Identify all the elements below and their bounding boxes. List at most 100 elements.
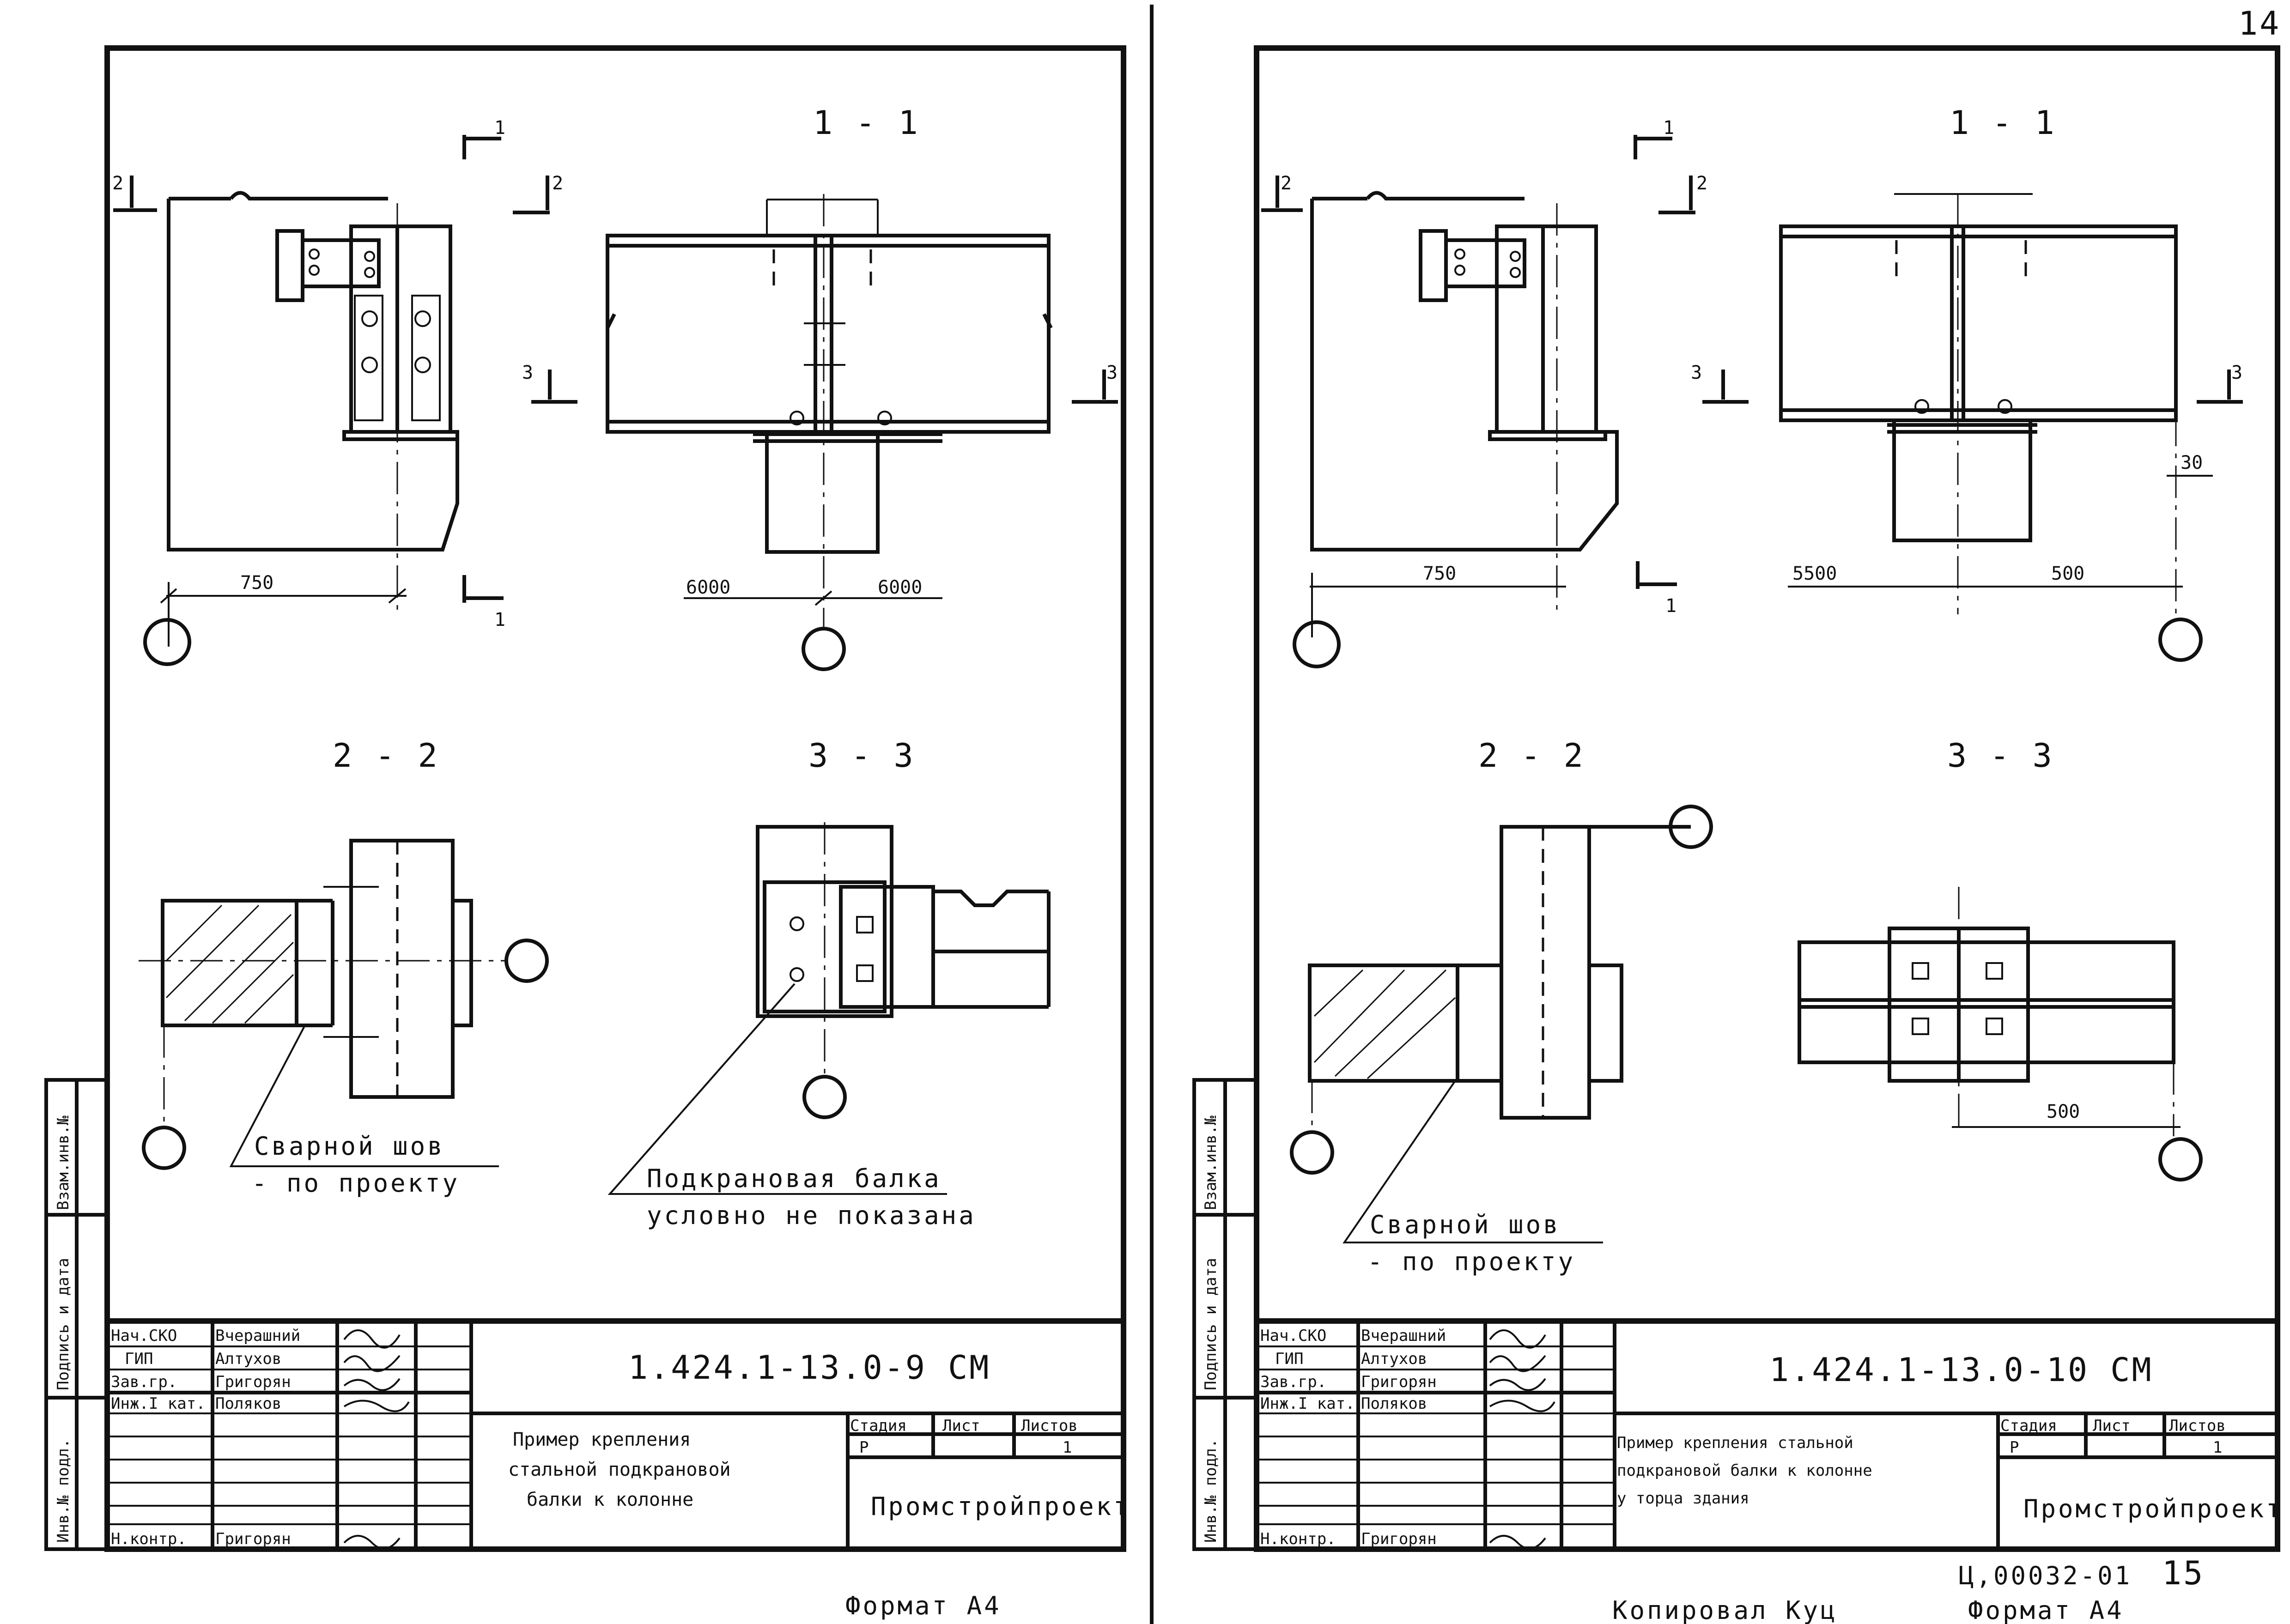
name-grigoryan: Григорян <box>215 1373 291 1391</box>
left-frame <box>104 45 1126 1552</box>
organization: Промстройпроект <box>871 1492 1131 1521</box>
dim-30: 30 <box>2181 452 2203 473</box>
title-1-1: 1 - 1 <box>813 104 920 142</box>
left-section-1-1: 1 - 1 6000 6000 <box>522 104 1118 671</box>
name-polyakov: Поляков <box>215 1394 281 1413</box>
page-number: 14 <box>2238 5 2281 42</box>
sheets-value: 1 <box>1063 1438 1072 1457</box>
sheets-header: Листов <box>1021 1417 1078 1435</box>
r-title-1-1: 1 - 1 <box>1950 104 2056 142</box>
sec-mark-2-left: 2 <box>112 173 123 194</box>
dim-5500: 5500 <box>1792 563 1837 584</box>
sec-mark-1-top: 1 <box>494 117 505 139</box>
signature <box>343 1329 410 1550</box>
r-title-2-2: 2 - 2 <box>1478 737 1585 775</box>
axis-bubble <box>143 618 191 666</box>
role-inzh: Инж.I кат. <box>111 1394 206 1413</box>
sec-mark-1-bottom: 1 <box>494 609 505 630</box>
r-name-grigoryan-2: Григорян <box>1361 1530 1437 1548</box>
role-nach-sko: Нач.СКО <box>111 1327 177 1345</box>
r-weld-note-2: - по проекту <box>1367 1247 1575 1276</box>
r-name-polyakov: Поляков <box>1361 1394 1427 1413</box>
left-section-2-2: 2 - 2 Сварной шов - по проекту <box>139 737 549 1198</box>
r-sheets-header: Листов <box>2169 1417 2226 1435</box>
left-sheet: Взам.инв.№ Подпись и дата Инв.№ подл. <box>44 45 1131 1620</box>
title-3-3: 3 - 3 <box>808 737 915 775</box>
stamp-inv-podl: Инв.№ подл. <box>54 1439 73 1543</box>
r-sheet-header: Лист <box>2093 1417 2131 1435</box>
role-zav-gr: Зав.гр. <box>111 1373 177 1391</box>
r-sec-mark-2-left: 2 <box>1281 173 1292 194</box>
sec-mark-3-right: 3 <box>1106 362 1118 383</box>
right-sheet: Взам.инв.№ Подпись и дата Инв.№ подл. 75… <box>1192 45 2284 1624</box>
right-section-2-2: 2 - 2 Сварной шов - по проекту <box>1290 737 1713 1276</box>
role-gip: ГИП <box>125 1350 153 1368</box>
r-name-vcherashny: Вчерашний <box>1361 1327 1446 1345</box>
left-title-line-1: Пример крепления <box>513 1429 691 1450</box>
stamp-vzam-inv: Взам.инв.№ <box>54 1115 73 1210</box>
right-title-line-3: у торца здания <box>1617 1489 1749 1508</box>
left-title-block: Нач.СКО ГИП Зав.гр. Инж.I кат. Н.контр. … <box>104 1318 1131 1552</box>
r-sec-mark-2-right: 2 <box>1696 173 1707 194</box>
r-role-n-kontr: Н.контр. <box>1260 1530 1336 1548</box>
doc-code-footer: Ц,00032-01 <box>1959 1561 2132 1590</box>
r-sheets-value: 1 <box>2213 1438 2222 1457</box>
dim-750-r: 750 <box>1423 563 1456 584</box>
right-title-line-1: Пример крепления стальной <box>1617 1434 1853 1452</box>
r-title-3-3: 3 - 3 <box>1947 737 2054 775</box>
left-section-3-3: 3 - 3 Подкрановая балка условно не показ… <box>607 737 1051 1230</box>
r-sec-mark-3-left: 3 <box>1691 362 1702 383</box>
r-role-nach-sko: Нач.СКО <box>1260 1327 1326 1345</box>
left-title-line-2: стальной подкрановой <box>508 1459 731 1480</box>
dim-750: 750 <box>240 572 273 594</box>
format-right: Формат А4 <box>1968 1596 2124 1624</box>
stage-header: Стадия <box>850 1417 907 1435</box>
dim-500-bottom: 500 <box>2047 1101 2080 1122</box>
sec-mark-3-left: 3 <box>522 362 533 383</box>
r-sec-mark-3-right: 3 <box>2231 362 2242 383</box>
stamp-podpis-data: Подпись и дата <box>54 1258 73 1390</box>
crane-note-2: условно не показана <box>647 1201 976 1230</box>
r-signature <box>1489 1329 1555 1550</box>
stamp-vzam-inv-r: Взам.инв.№ <box>1202 1115 1220 1210</box>
dim-500-top: 500 <box>2051 563 2084 584</box>
r-role-gip: ГИП <box>1275 1350 1303 1368</box>
left-margin-stamp: Взам.инв.№ Подпись и дата Инв.№ подл. <box>44 1078 109 1551</box>
dim-6000-left: 6000 <box>686 577 730 598</box>
role-n-kontr: Н.контр. <box>111 1530 187 1548</box>
sheet-no-footer: 15 <box>2162 1554 2205 1592</box>
stage-value: Р <box>859 1438 869 1457</box>
name-altukhov: Алтухов <box>215 1350 281 1368</box>
right-section-1-1: 1 - 1 5500 500 30 3 3 <box>1691 104 2243 662</box>
right-frame <box>1254 45 2280 1552</box>
dim-6000-right: 6000 <box>878 577 922 598</box>
r-weld-note-1: Сварной шов <box>1370 1210 1561 1239</box>
right-margin-stamp: Взам.инв.№ Подпись и дата Инв.№ подл. <box>1192 1078 1258 1551</box>
weld-note-1: Сварной шов <box>254 1132 445 1161</box>
r-name-grigoryan: Григорян <box>1361 1373 1437 1391</box>
stamp-podpis-data-r: Подпись и дата <box>1202 1258 1220 1390</box>
copied-by: Копировал Куц <box>1612 1596 1838 1624</box>
r-organization: Промстройпроект <box>2023 1494 2284 1523</box>
r-stage-value: Р <box>2010 1438 2019 1457</box>
format-left: Формат А4 <box>845 1591 1002 1620</box>
sheet-header: Лист <box>942 1417 980 1435</box>
crane-note-1: Подкрановая балка <box>647 1164 942 1193</box>
r-role-inzh: Инж.I кат. <box>1260 1394 1355 1413</box>
name-grigoryan-2: Григорян <box>215 1530 291 1548</box>
sec-mark-2-right: 2 <box>552 173 563 194</box>
left-title-line-3: балки к колонне <box>527 1489 693 1510</box>
weld-note-2: - по проекту <box>252 1169 460 1198</box>
title-2-2: 2 - 2 <box>333 737 439 775</box>
r-sec-mark-1-top: 1 <box>1663 117 1674 139</box>
right-doc-code: 1.424.1-13.0-10 СМ <box>1769 1351 2153 1389</box>
r-name-altukhov: Алтухов <box>1361 1350 1427 1368</box>
stamp-inv-podl-r: Инв.№ подл. <box>1202 1439 1220 1543</box>
r-role-zav-gr: Зав.гр. <box>1260 1373 1326 1391</box>
right-plan-view: 750 1 1 2 2 <box>1261 117 1707 668</box>
r-sec-mark-1-bottom: 1 <box>1665 595 1676 617</box>
left-doc-code: 1.424.1-13.0-9 СМ <box>628 1349 990 1387</box>
left-plan-view: 750 1 1 2 2 <box>112 117 563 666</box>
right-title-line-2: подкрановой балки к колонне <box>1617 1461 1872 1480</box>
